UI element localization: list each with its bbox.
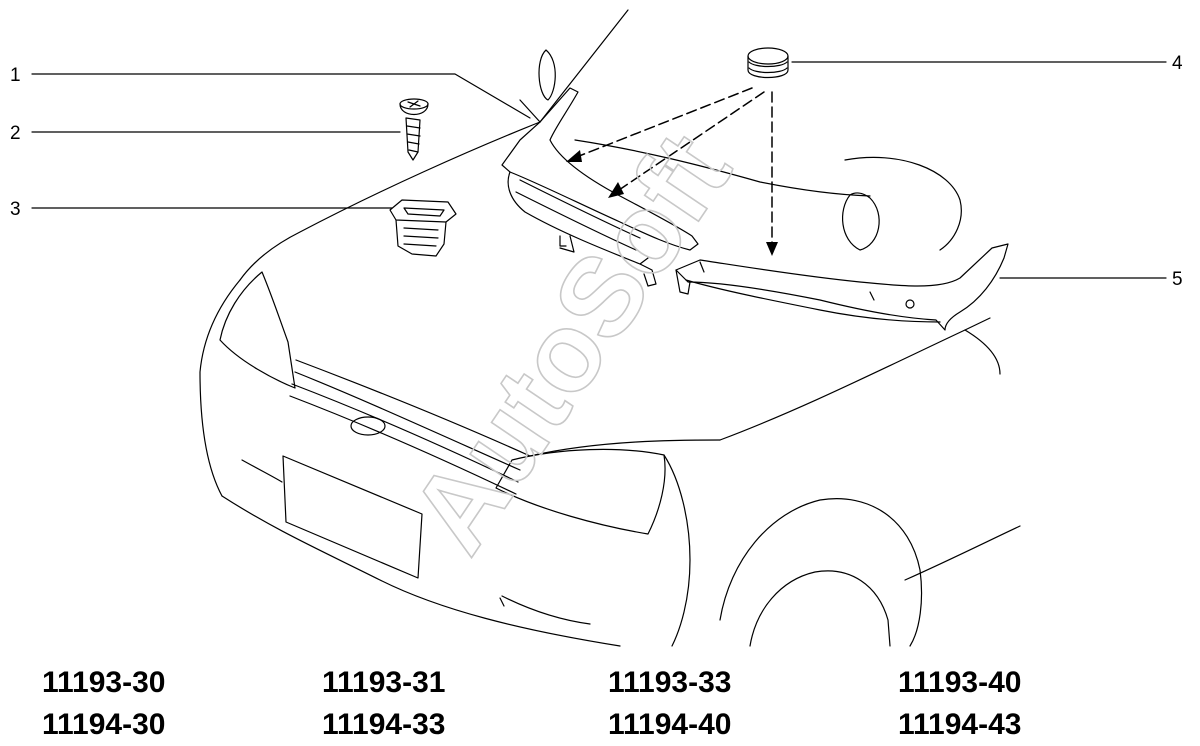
assembly-arrows <box>573 87 773 247</box>
clip-part <box>389 199 457 257</box>
callout-label-2: 2 <box>10 123 21 144</box>
cowl-panel-right <box>675 243 1009 331</box>
model-code: 11193-30 <box>42 666 166 699</box>
model-code: 11194-30 <box>42 708 166 741</box>
arrow-heads <box>566 150 778 256</box>
code-column-2: 11193-31 11194-33 <box>322 662 552 746</box>
model-code: 11194-43 <box>898 708 1022 741</box>
model-code: 11193-33 <box>608 666 732 699</box>
callout-label-3: 3 <box>10 199 21 220</box>
model-code: 11194-33 <box>322 708 446 741</box>
code-column-4: 11193-40 11194-43 <box>898 662 1128 746</box>
callout-label-1: 1 <box>10 65 21 86</box>
callout-label-5: 5 <box>1172 269 1183 290</box>
code-column-3: 11193-33 11194-40 <box>608 662 838 746</box>
parts-diagram: AutoSoft 1 2 3 4 5 <box>10 9 1183 647</box>
car-body-outline <box>199 9 1021 647</box>
cowl-panel-left <box>501 87 699 287</box>
plug-part <box>747 47 789 79</box>
watermark: AutoSoft <box>386 112 754 574</box>
callout-label-4: 4 <box>1172 53 1183 74</box>
leader-lines <box>31 61 1167 279</box>
model-codes: 11193-30 11194-30 11193-31 11194-33 1119… <box>0 662 1200 746</box>
screw-part <box>399 98 429 161</box>
model-code: 11193-40 <box>898 666 1022 699</box>
model-code: 11194-40 <box>608 708 732 741</box>
model-code: 11193-31 <box>322 666 446 699</box>
code-column-1: 11193-30 11194-30 <box>42 662 272 746</box>
